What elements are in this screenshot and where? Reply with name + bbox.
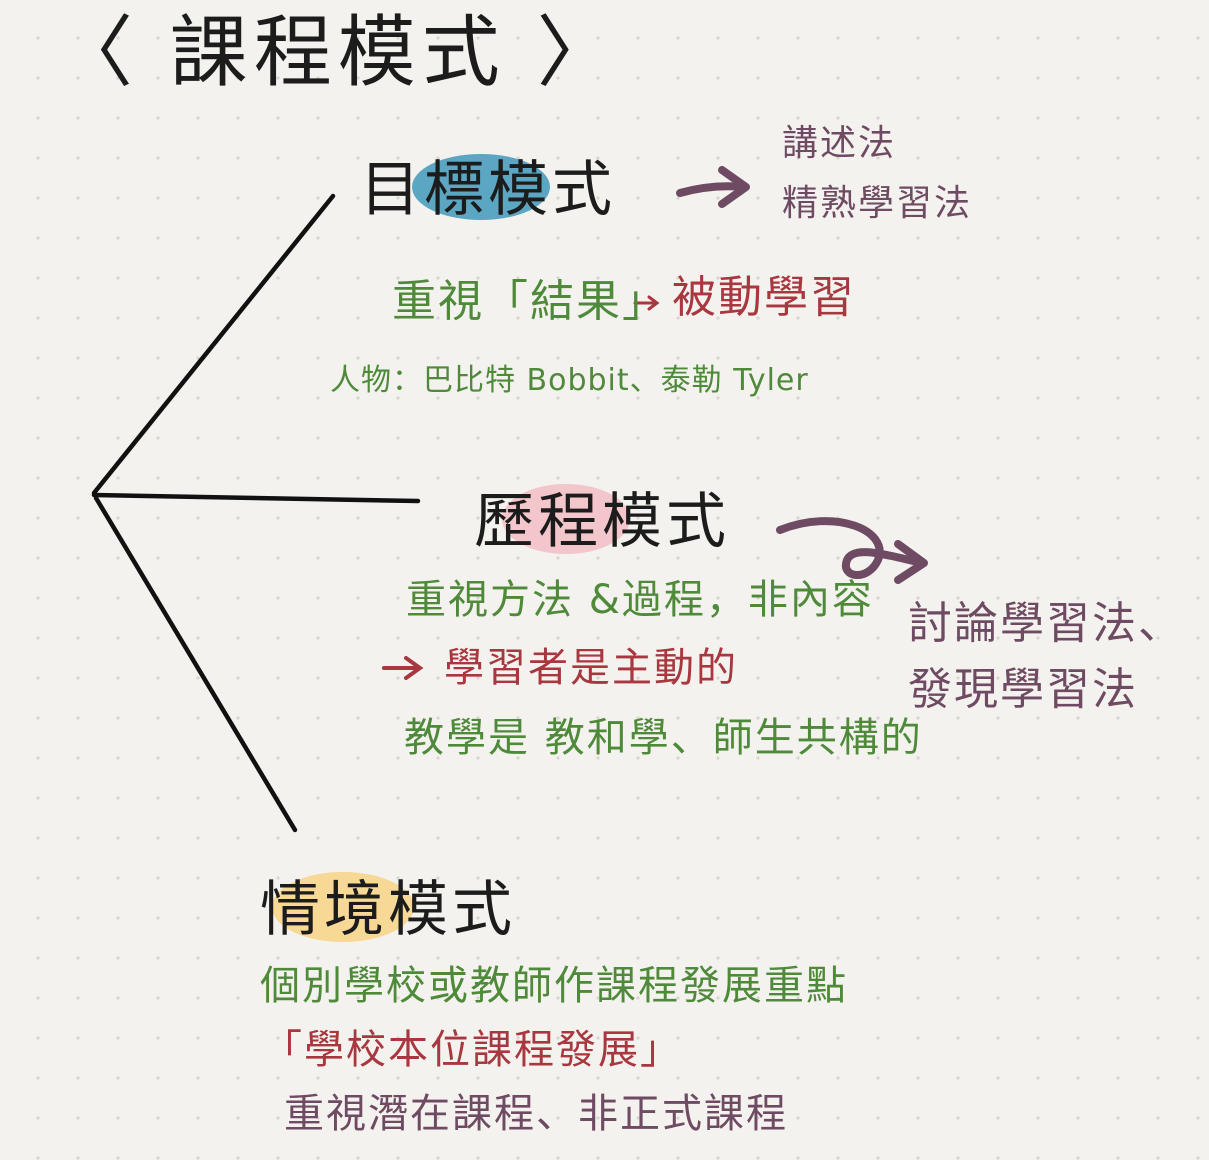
situational-mode-text: 情境模式: [260, 875, 516, 945]
process-focus: 重視方法 &過程，非內容: [406, 577, 874, 623]
situational-line-3: 重視潛在課程、非正式課程: [284, 1091, 788, 1137]
objective-method-2: 精熟學習法: [782, 183, 973, 224]
objective-focus: 重視「結果」: [392, 276, 668, 327]
process-mode-text: 歷程模式: [474, 487, 730, 557]
branch-line-objective: [91, 193, 336, 496]
arrow-process-methods: [776, 517, 928, 584]
objective-method-1: 講述法: [782, 123, 897, 164]
process-method-1: 討論學習法、: [908, 598, 1184, 649]
arrow-objective-methods: [676, 166, 750, 208]
situational-line-2: 「學校本位課程發展」: [262, 1027, 682, 1073]
branch-line-process: [91, 492, 421, 504]
objective-mode-text: 目標模式: [360, 155, 616, 225]
page-title: 〈 課程模式 〉: [55, 8, 621, 98]
arrow-focus-result: [633, 295, 660, 311]
objective-people: 人物：巴比特 Bobbit、泰勒 Tyler: [330, 363, 809, 398]
objective-mode-label: 目標模式: [360, 154, 616, 220]
situational-mode-label: 情境模式: [260, 872, 516, 942]
branch-line-situational: [93, 495, 298, 833]
process-teaching: 教學是 教和學、師生共構的: [404, 715, 923, 761]
arrow-learner: [382, 656, 424, 680]
process-learner: 學習者是主動的: [444, 645, 738, 691]
process-method-2: 發現學習法: [908, 664, 1138, 715]
situational-line-1: 個別學校或教師作課程發展重點: [260, 963, 848, 1009]
process-mode-label: 歷程模式: [474, 484, 730, 554]
objective-result: 被動學習: [672, 272, 856, 323]
